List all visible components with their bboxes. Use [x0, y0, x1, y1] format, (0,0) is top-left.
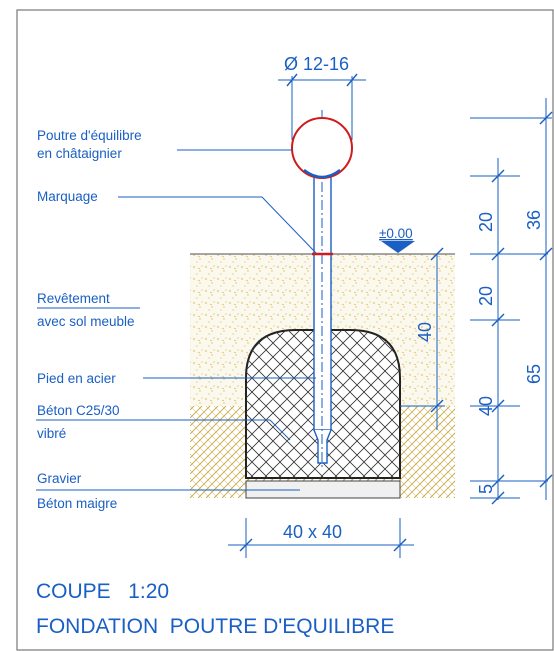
diameter-tick-left — [286, 73, 298, 87]
dim-width-tick-left — [239, 538, 253, 552]
steel-post-foot — [313, 429, 332, 464]
tick-c1-254 — [491, 247, 505, 261]
diameter-label: Ø 12-16 — [284, 54, 349, 74]
dim-40-right: 40 — [476, 396, 496, 416]
tick-c1-176 — [491, 169, 505, 183]
label-pied: Pied en acier — [37, 371, 116, 386]
dim-65: 65 — [524, 364, 544, 384]
tick-c1-498 — [491, 491, 505, 505]
dim-width-label: 40 x 40 — [283, 522, 342, 542]
tick-c1-320 — [491, 313, 505, 327]
beam-saddle — [303, 168, 341, 179]
tick-c1-406 — [491, 399, 505, 413]
label-gravier: Gravier — [37, 471, 82, 486]
wooden-beam — [291, 117, 353, 179]
label-beton-maigre: Béton maigre — [37, 496, 117, 511]
dim-36: 36 — [524, 210, 544, 230]
label-beton-1: Béton C25/30 — [37, 403, 120, 418]
dim-5: 5 — [476, 484, 496, 494]
level-triangle — [381, 241, 415, 253]
tick-c1-481 — [491, 474, 505, 488]
leader-beton — [36, 419, 291, 441]
label-marquage: Marquage — [37, 189, 98, 204]
diameter-tick-right — [346, 73, 358, 87]
tick-c2-254 — [539, 247, 553, 261]
label-poutre-1: Poutre d'équilibre — [37, 128, 142, 143]
label-revetement-1: Revêtement — [37, 291, 110, 306]
tick-c2-118 — [539, 111, 553, 125]
sheet-frame — [16, 9, 554, 651]
title-line-1: COUPE 1:20 — [36, 580, 169, 603]
dim-20-mid: 20 — [476, 286, 496, 306]
dim-width-tick-right — [393, 538, 407, 552]
label-revetement-2: avec sol meuble — [37, 314, 135, 329]
title-line-2: FONDATION POUTRE D'EQUILIBRE — [36, 615, 394, 638]
leader-marquage — [118, 196, 317, 254]
dim-inner-40: 40 — [415, 322, 435, 342]
label-beton-2: vibré — [37, 426, 66, 441]
tick-c2-481 — [539, 474, 553, 488]
label-poutre-2: en châtaignier — [37, 146, 122, 161]
level-label: ±0.00 — [379, 226, 413, 241]
dim-inner-tick-top — [430, 247, 444, 261]
dim-20-top: 20 — [476, 212, 496, 232]
